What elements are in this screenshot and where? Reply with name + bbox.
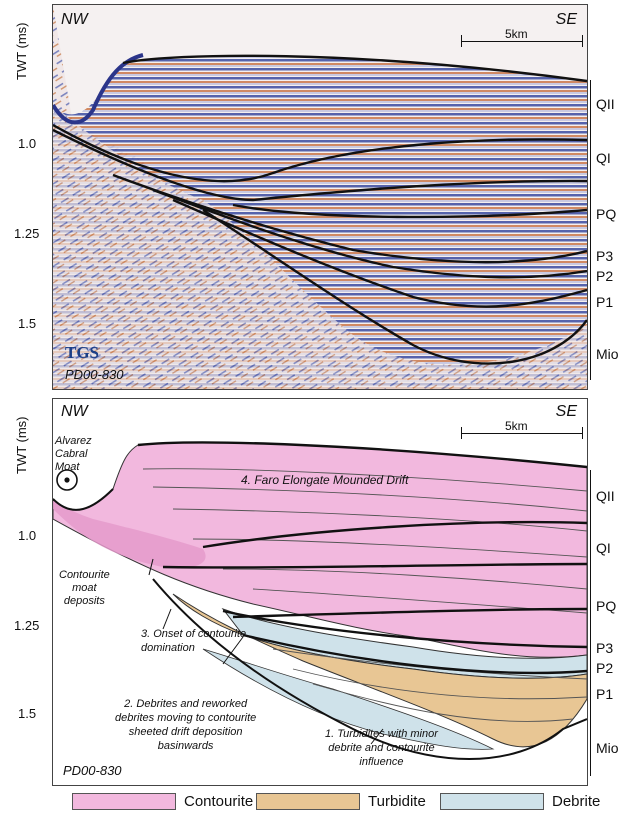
moat-deposits-line2: moat: [72, 582, 97, 594]
unit-bracket-bottom: [590, 470, 591, 776]
unit-bracket-top: [590, 80, 591, 380]
tick-1-25-bottom: 1.25: [14, 618, 40, 633]
legend-swatch-debrite: [440, 792, 544, 810]
unit-p1-top: P1: [596, 294, 614, 310]
debrite-body-lower: [202, 648, 495, 750]
y-axis-label-top: TWT (ms): [14, 22, 29, 80]
legend-label-debrite: Debrite: [552, 792, 601, 810]
moat-deposit-body: [53, 501, 206, 569]
moat-label: Alvarez Cabral Moat: [55, 435, 92, 474]
debrites-line1: 2. Debrites and reworked: [124, 698, 248, 710]
scale-bar-top: [461, 35, 583, 47]
tgs-logo: TGS: [65, 343, 99, 363]
unit-pq-bottom: PQ: [596, 598, 617, 614]
unit-p1-bottom: P1: [596, 686, 614, 702]
direction-nw-bottom: NW: [61, 403, 88, 420]
legend-swatch-contourite: [72, 792, 176, 810]
onset-line1: 3. Onset of contourite: [141, 628, 247, 640]
debrites-line2: debrites moving to contourite: [115, 712, 257, 724]
major-horizons: [137, 441, 587, 675]
tick-1-5-top: 1.5: [18, 316, 37, 331]
legend-debrite: Debrite: [440, 792, 600, 810]
line-id-bottom: PD00-830: [63, 763, 122, 778]
turbidites-label: 1. Turbidites with minor debrite and con…: [325, 727, 438, 769]
tgs-logo-text: TGS: [65, 343, 100, 362]
seismic-reflectors: [53, 56, 587, 389]
interpretation-drawing: [53, 441, 587, 760]
unit-p2-top: P2: [596, 268, 614, 284]
unit-qii-top: QII: [596, 96, 615, 112]
unit-p3-bottom: P3: [596, 640, 614, 656]
unit-p2-bottom: P2: [596, 660, 614, 676]
moat-deposits-line1: Contourite: [59, 569, 110, 581]
legend-label-turbidite: Turbidite: [368, 792, 426, 810]
onset-line2: domination: [141, 642, 195, 654]
turbidites-line2: debrite and contourite: [328, 742, 435, 754]
debrites-line3: sheeted drift deposition: [128, 726, 243, 738]
line-id-top: PD00-830: [65, 367, 124, 382]
unit-p3-top: P3: [596, 248, 614, 264]
unit-mio-top: Mio: [596, 346, 619, 362]
turbidites-line1: 1. Turbidites with minor: [325, 728, 438, 740]
moat-label-line1: Alvarez: [55, 435, 92, 447]
unit-pq-top: PQ: [596, 206, 617, 222]
direction-se-bottom: SE: [555, 403, 577, 420]
debrites-line4: basinwards: [157, 740, 214, 752]
legend-label-contourite: Contourite: [184, 792, 254, 810]
scale-bar-bottom: [461, 427, 583, 439]
mio-base: [152, 578, 587, 760]
unit-qi-bottom: QI: [596, 540, 611, 556]
tick-1-5-bottom: 1.5: [18, 706, 37, 721]
faro-drift-label: 4. Faro Elongate Mounded Drift: [241, 473, 409, 487]
legend-contourite: Contourite: [72, 792, 253, 810]
legend-turbidite: Turbidite: [256, 792, 426, 810]
direction-se-top: SE: [555, 11, 577, 28]
unit-qii-bottom: QII: [596, 488, 615, 504]
interpretation-panel: NW SE 5km Alvarez Cabral Moat 4. Faro El…: [52, 398, 588, 786]
y-axis-label-bottom: TWT (ms): [14, 416, 29, 474]
moat-label-line2: Cabral: [55, 448, 88, 460]
scale-label-bottom: 5km: [505, 419, 528, 433]
unit-qi-top: QI: [596, 150, 611, 166]
scale-label-top: 5km: [505, 27, 528, 41]
tick-1-0-bottom: 1.0: [18, 528, 37, 543]
seismic-profile-panel: NW SE 5km TGS PD00-830: [52, 4, 588, 390]
tick-1-25-top: 1.25: [14, 226, 40, 241]
unit-mio-bottom: Mio: [596, 740, 619, 756]
leader-lines: [148, 558, 384, 745]
onset-label: 3. Onset of contourite domination: [141, 627, 246, 655]
seismic-image: [53, 5, 587, 389]
direction-nw-top: NW: [61, 11, 88, 28]
turbidite-body: [172, 593, 587, 748]
moat-label-line3: Moat: [55, 461, 80, 473]
legend-swatch-turbidite: [256, 792, 360, 810]
moat-deposits-line3: deposits: [63, 595, 105, 607]
tick-1-0-top: 1.0: [18, 136, 37, 151]
debrites-label: 2. Debrites and reworked debrites moving…: [115, 697, 256, 753]
turbidites-line3: influence: [359, 756, 404, 768]
seismic-horizons: [53, 54, 587, 365]
moat-deposits-label: Contourite moat deposits: [59, 569, 110, 608]
